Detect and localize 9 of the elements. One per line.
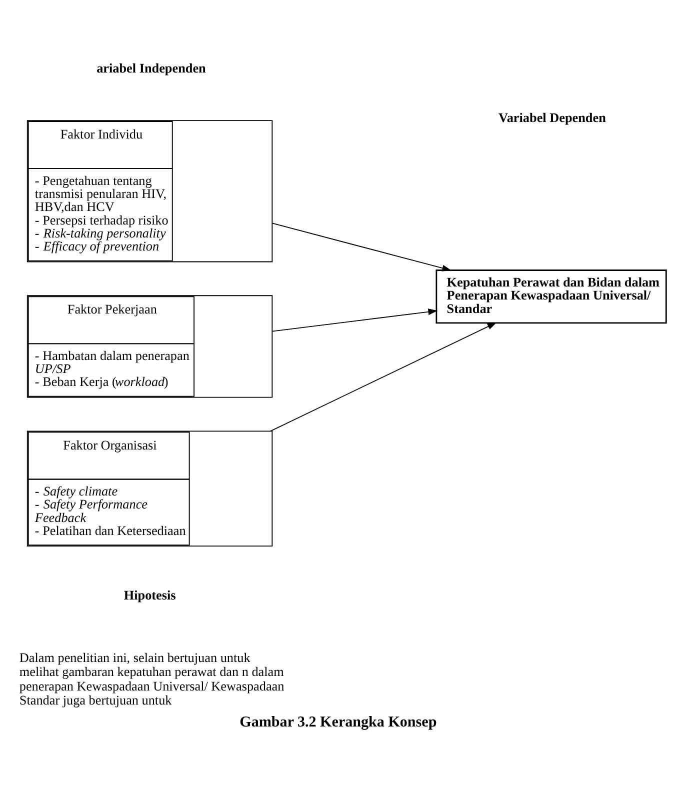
arrow [272, 308, 438, 332]
node-box: Kepatuhan Perawat dan Bidan dalam Penerapan Kewaspadaan Universal/ Standar [436, 270, 667, 324]
arrow [270, 322, 497, 432]
label: Hipotesis [124, 587, 176, 602]
label: Variabel Dependen [498, 110, 606, 126]
label: Dalam penelitian ini, selain bertujuan untuk melihat gambaran kepatuhan perawat dan n dalam penerapan Kewaspadaan Universal/ Kewaspadaan Standar juga bertujuan untuk [19, 650, 284, 708]
label: ariabel Independen [96, 60, 206, 76]
arrow [272, 222, 452, 272]
caption: Gambar 3.2 Kerangka Konsep [240, 714, 437, 731]
